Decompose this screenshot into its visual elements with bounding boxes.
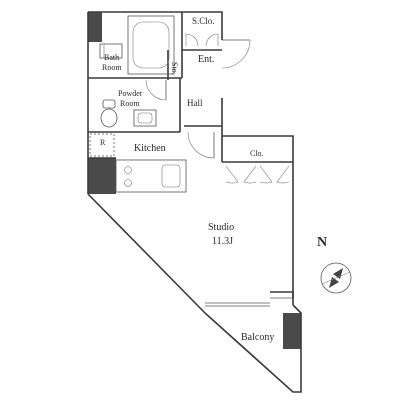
powder-room-door: [145, 79, 167, 101]
storage-label: Sto.: [170, 62, 179, 75]
refrigerator-label: R: [100, 138, 106, 147]
kitchen-door: [187, 131, 215, 159]
studio-area-label: 11.3J: [212, 236, 233, 247]
bath-room-label-line1: Bath: [104, 53, 119, 62]
bath-basin: [99, 43, 123, 59]
powder-room-label-line2: Room: [120, 99, 140, 108]
powder-room-label-line1: Powder: [118, 89, 143, 98]
balcony-label: Balcony: [241, 332, 274, 343]
column-right: [283, 313, 301, 349]
storage-closet-label: S.Clo.: [192, 16, 215, 26]
storage-closet-doors: [185, 33, 219, 47]
sink-icon: [133, 109, 157, 127]
kitchen-label: Kitchen: [134, 143, 166, 154]
column-top-left: [88, 12, 102, 42]
column-mid-left: [88, 158, 116, 194]
closet-doors: [225, 165, 290, 184]
toilet-icon: [100, 99, 118, 128]
interior-walls: [88, 12, 293, 163]
bath-room-label-line2: Room: [102, 63, 122, 72]
compass-rose-icon: [320, 262, 352, 294]
closet-label: Clo.: [250, 149, 264, 158]
bathtub-icon: [127, 15, 175, 75]
north-label: N: [317, 235, 327, 250]
kitchen-counter: [115, 159, 187, 193]
refrigerator-space: [89, 133, 115, 157]
outer-walls: [87, 11, 302, 393]
studio-label: Studio: [208, 222, 234, 233]
stove-icon: [124, 166, 132, 187]
entrance-label: Ent.: [198, 54, 214, 65]
hall-label: Hall: [187, 98, 203, 108]
entrance-door: [221, 39, 251, 69]
